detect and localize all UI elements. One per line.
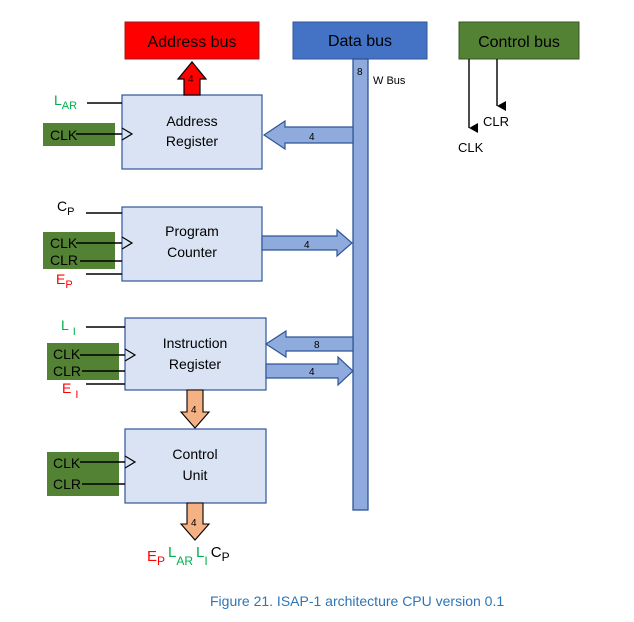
data-bus-label-box: Data bus [292,21,428,60]
address-register-load-signal: LAR [54,92,77,112]
address-register-clock-triangle [121,127,134,141]
control-unit-title-line1: Control [172,446,217,462]
program-counter-to-w-bus-arrow [261,228,353,258]
program-counter-out-width: 4 [304,240,310,251]
program-counter-title-line2: Counter [167,244,217,260]
address-bus-label: Address bus [148,34,237,51]
control-unit-out-width: 4 [191,518,197,529]
program-counter-clk-clr-box [43,232,115,269]
address-register-clk-text: CLK [50,127,78,143]
address-register-block: Address Register [121,94,263,170]
instruction-register-clock-triangle [124,348,137,362]
program-counter-clock-triangle [121,236,134,250]
control-unit-clr-text: CLR [53,476,81,492]
program-counter-count-signal: CP [57,198,74,218]
address-bus-label-box: Address bus [124,21,260,60]
instruction-register-out-width: 4 [309,367,315,378]
program-counter-title-line1: Program [165,223,219,239]
instruction-register-block: Instruction Register [124,317,267,391]
control-unit-block: Control Unit [124,428,267,504]
w-bus-width: 8 [357,67,363,78]
figure-caption: Figure 21. ISAP-1 architecture CPU versi… [210,593,504,609]
control-unit-clock-triangle [124,455,137,469]
instruction-register-title-line1: Instruction [163,335,228,351]
control-unit-clk-clr-box [47,452,119,496]
control-bus-label: Control bus [478,34,560,51]
address-out-width: 4 [188,74,194,85]
control-unit-title-line2: Unit [183,467,208,483]
data-bus-label: Data bus [328,33,392,50]
w-bus-to-address-register-arrow [262,119,354,151]
instruction-register-to-control-unit-arrow [179,389,211,429]
w-bus [352,58,369,511]
address-register-title-line2: Register [166,133,218,149]
program-counter-clr-text: CLR [50,252,78,268]
control-unit-output-arrow [179,502,211,541]
control-bus-clk-text: CLK [458,140,484,155]
instruction-register-in-width: 8 [314,340,320,351]
program-counter-block: Program Counter [121,206,263,282]
program-counter-enable-signal: EP [56,271,73,291]
address-register-title-line1: Address [166,113,217,129]
address-in-width: 4 [309,132,315,143]
instruction-register-clk-text: CLK [53,346,81,362]
program-counter-clk-text: CLK [50,235,78,251]
instruction-register-to-cu-width: 4 [191,405,197,416]
instruction-register-clr-text: CLR [53,363,81,379]
instruction-register-to-w-bus-arrow [265,355,354,387]
instruction-register-clk-clr-box [47,343,119,380]
control-bus-label-box: Control bus [458,21,580,60]
control-unit-clk-text: CLK [53,455,81,471]
address-register-to-address-bus-arrow [176,61,208,96]
w-bus-to-instruction-register-arrow [264,329,354,359]
control-bus-clr-text: CLR [483,114,509,129]
w-bus-label: W Bus [373,75,406,87]
instruction-register-title-line2: Register [169,356,221,372]
